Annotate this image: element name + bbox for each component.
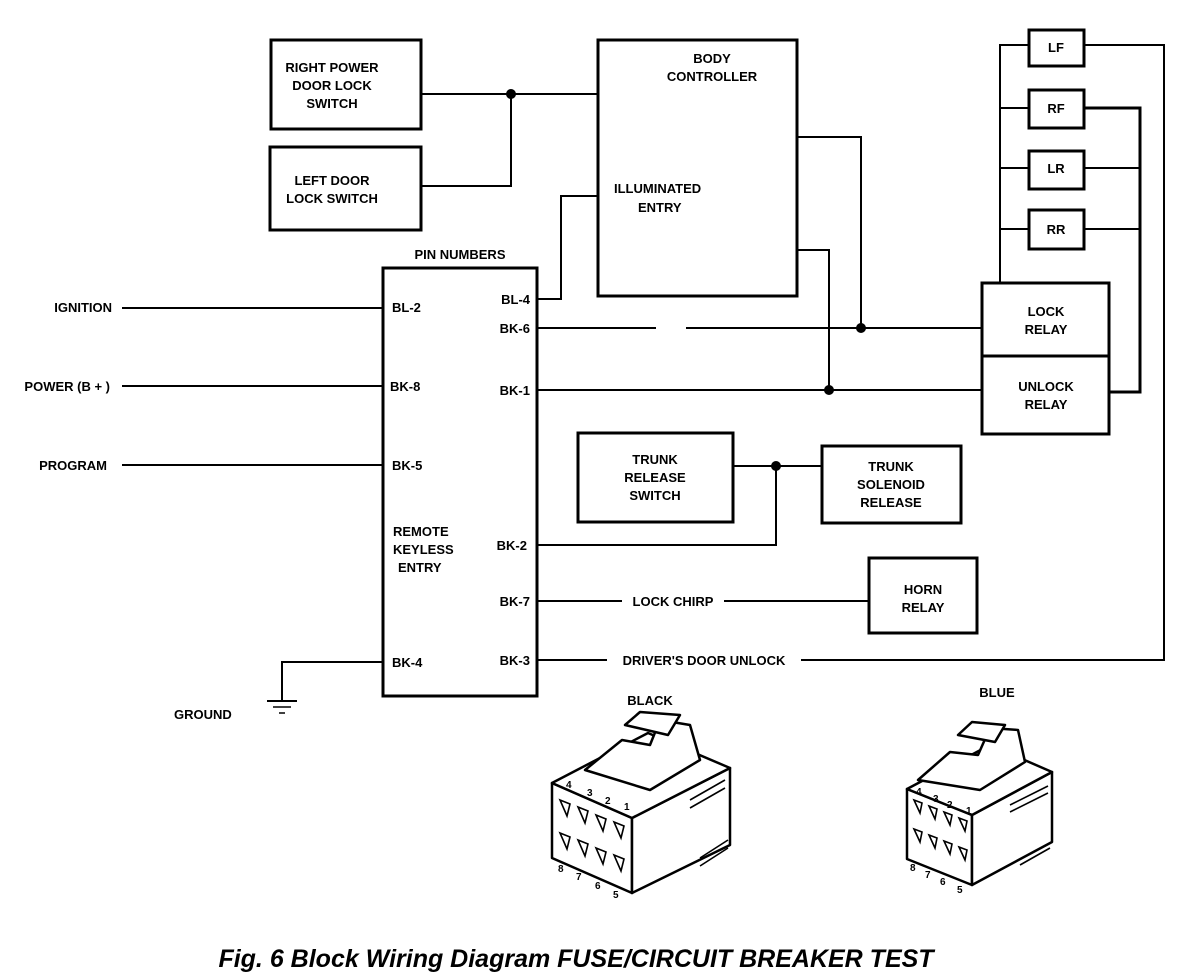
input-label-ignition: IGNITION [54,300,112,315]
figure-caption: Fig. 6 Block Wiring Diagram FUSE/CIRCUIT… [218,945,936,973]
connector-label: BLUE [979,685,1015,700]
trunk-solenoid-release: TRUNK SOLENOID RELEASE [820,444,963,525]
junction-dot [771,461,781,471]
pin-label: BL-4 [501,292,531,307]
component-label: RELEASE [860,495,922,510]
wire-unlock-bus [1084,106,1142,394]
component-label: LOCK [1028,304,1065,319]
connector-label: BLACK [627,693,673,708]
door-lock-motors: LF RF LR RR [1027,28,1086,251]
lock-relay: LOCK RELAY [980,281,1111,358]
component-label: UNLOCK [1018,379,1074,394]
pin-cavities [558,798,625,874]
component-label: DOOR LOCK [292,78,372,93]
connector-black: BLACK 4 3 2 1 8 7 6 5 [550,693,732,901]
pin-label: BK-5 [392,458,422,473]
pin-label: BK-3 [500,653,530,668]
component-label: REMOTE [393,524,449,539]
motor-label: LF [1048,40,1064,55]
pin-label: BK-7 [500,594,530,609]
pin-number: 6 [940,877,946,888]
motor-label: LR [1047,161,1065,176]
component-label: SWITCH [629,488,680,503]
component-label: HORN [904,582,942,597]
component-label: ILLUMINATED [614,181,701,196]
pin-number: 7 [925,870,931,881]
pin-number: 5 [957,885,963,896]
pin-label: BL-2 [392,300,421,315]
component-label: RELAY [1025,397,1068,412]
junctions [506,89,866,471]
pin-number: 8 [558,864,564,875]
component-label: LOCK SWITCH [286,191,378,206]
component-label: BODY [693,51,731,66]
pin-number: 7 [576,872,582,883]
pin-number: 6 [595,881,601,892]
pin-label: BK-2 [497,538,527,553]
component-label: LEFT DOOR [294,173,370,188]
wire-lock-bus [999,44,1029,283]
component-label: KEYLESS [393,542,454,557]
wire-label-drivers-door-unlock: DRIVER'S DOOR UNLOCK [623,653,786,668]
wire-bl4-to-illuminated-entry [537,195,598,300]
pin-number: 8 [910,863,916,874]
wire-ground [281,661,383,700]
right-power-door-lock-switch: RIGHT POWER DOOR LOCK SWITCH [269,38,423,131]
component-label: RELAY [902,600,945,615]
pin-number: 5 [613,890,619,901]
component-label: SOLENOID [857,477,925,492]
trunk-release-switch: TRUNK RELEASE SWITCH [576,431,735,524]
pin-label: BK-4 [392,655,423,670]
ground-symbol-icon [267,700,297,714]
junction-dot [506,89,516,99]
junction-dot [824,385,834,395]
pin-number: 2 [605,796,611,807]
pin-label: BK-8 [390,379,420,394]
component-label: SWITCH [306,96,357,111]
wire-bk2-trunk [537,466,777,546]
component-label: ENTRY [638,200,682,215]
component-label: RIGHT POWER [285,60,379,75]
pin-number: 1 [624,802,630,813]
remote-keyless-entry-module: PIN NUMBERS BL-2 BK-8 BK-5 BK-4 BL-4 BK-… [381,247,539,698]
component-label: CONTROLLER [667,69,758,84]
motor-rf [1027,88,1086,130]
pin-number: 3 [933,794,939,805]
motor-label: RR [1047,222,1066,237]
input-label-ground: GROUND [174,707,232,722]
wire-bcm-lock [797,136,862,328]
input-label-program: PROGRAM [39,458,107,473]
connector-blue: BLUE 4 3 2 1 8 7 6 5 [905,685,1054,896]
wire-bcm-unlock [797,249,830,390]
left-door-lock-switch: LEFT DOOR LOCK SWITCH [268,145,423,232]
horn-relay: HORN RELAY [867,556,979,635]
component-label: ENTRY [398,560,442,575]
component-label: TRUNK [868,459,914,474]
body-controller: BODY CONTROLLER ILLUMINATED ENTRY [596,38,799,298]
pin-number: 4 [916,787,922,798]
pin-label: BK-6 [500,321,530,336]
motor-lr [1027,149,1086,191]
pin-number: 2 [947,800,953,811]
motor-rr [1027,208,1086,251]
wire-bk3-b [801,44,1165,661]
component-label: TRUNK [632,452,678,467]
wire-left-switch-to-junction [421,94,512,187]
pin-numbers-header: PIN NUMBERS [414,247,505,262]
junction-dot [856,323,866,333]
pin-number: 1 [966,806,972,817]
component-label: RELAY [1025,322,1068,337]
unlock-relay: UNLOCK RELAY [980,354,1111,436]
wire-label-lock-chirp: LOCK CHIRP [633,594,714,609]
pin-cavities [912,798,968,863]
pin-number: 3 [587,788,593,799]
motor-label: RF [1047,101,1064,116]
component-label: RELEASE [624,470,686,485]
pin-number: 4 [566,780,572,791]
pin-label: BK-1 [500,383,530,398]
motor-lf [1027,28,1086,68]
input-label-power: POWER (B + ) [24,379,110,394]
